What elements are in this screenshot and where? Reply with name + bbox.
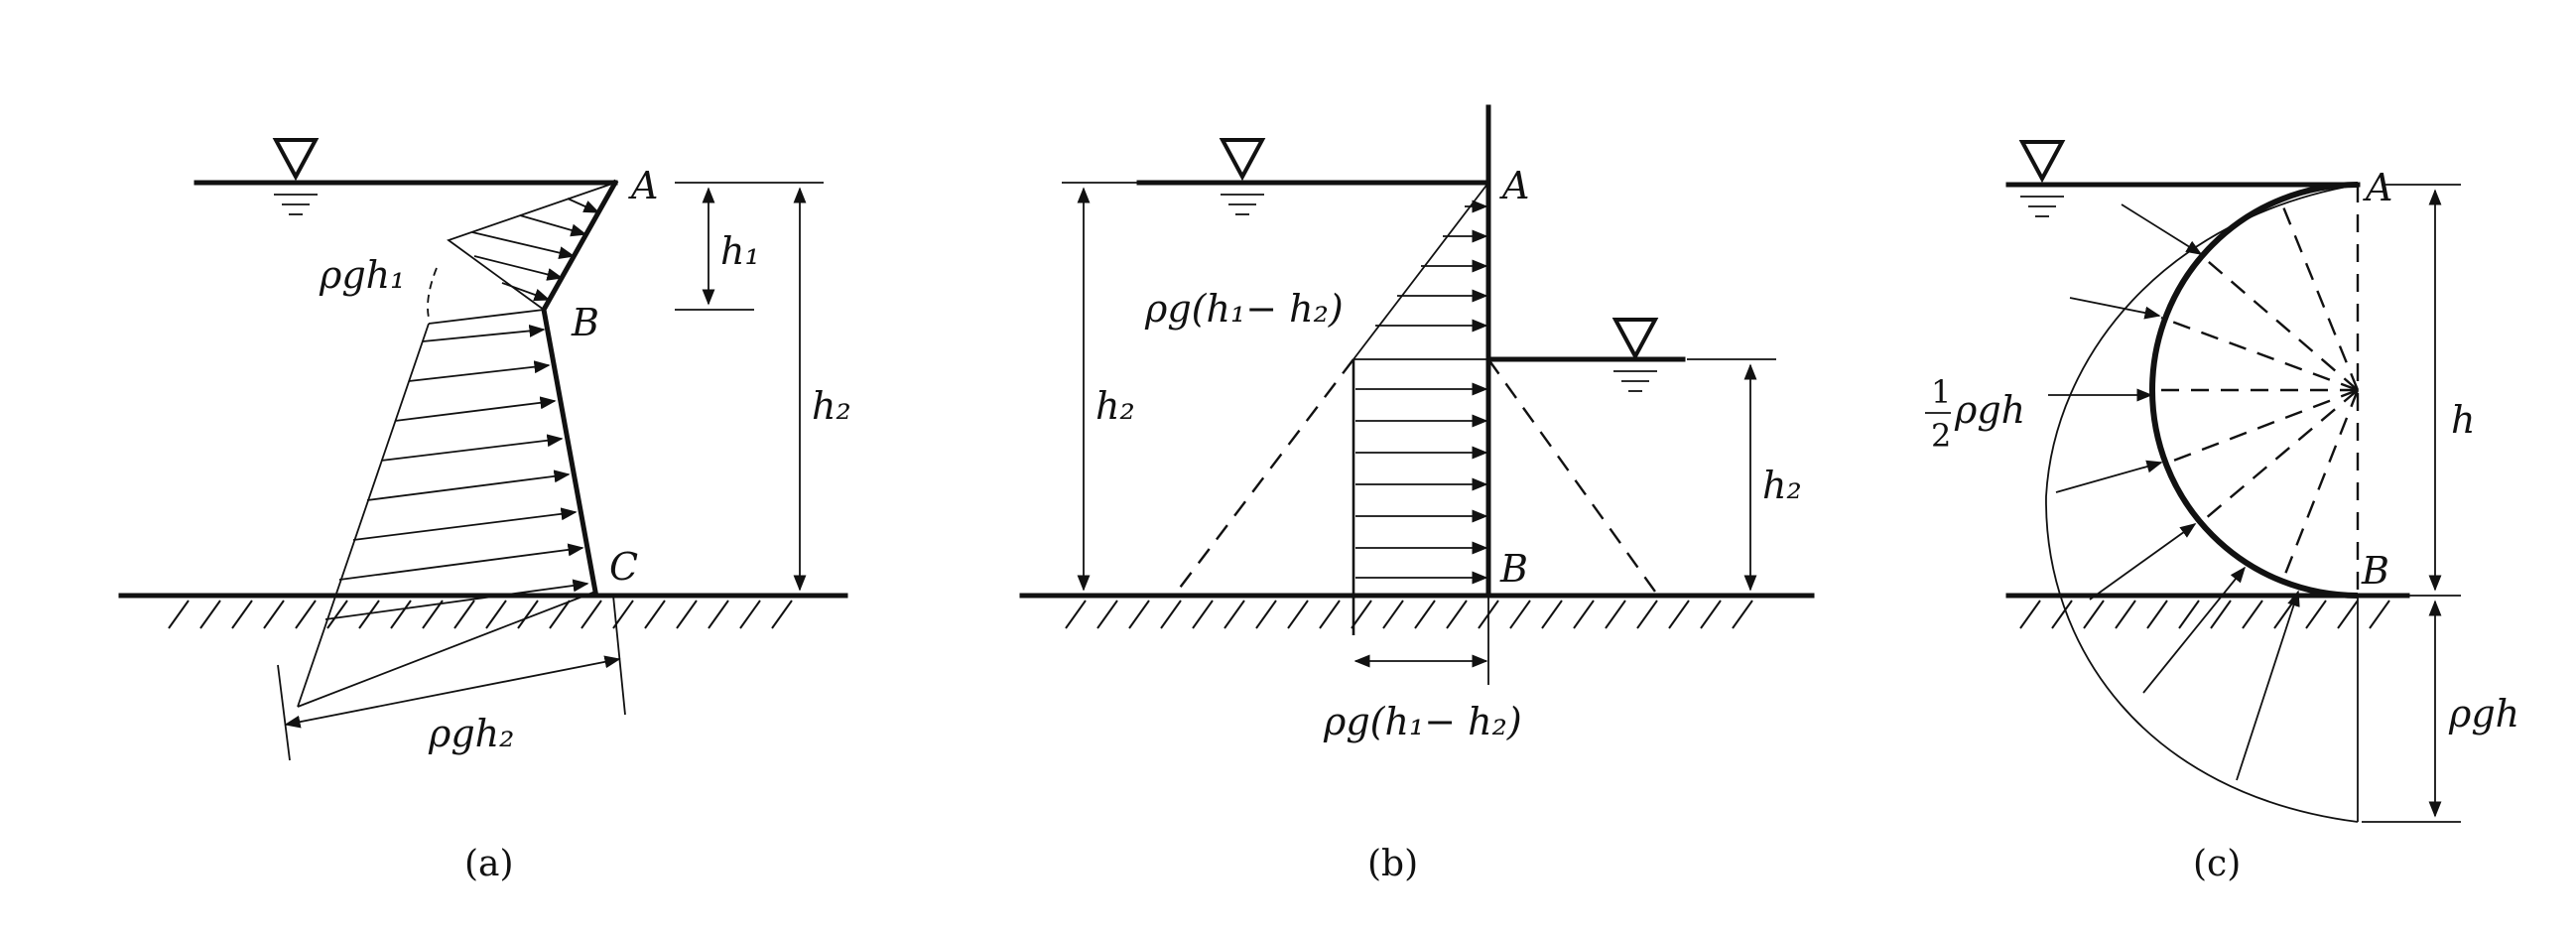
pressure-envelope [2045,184,2359,823]
resultant-pressure-arrows [1355,200,1488,585]
radial-dashed-lines [2153,199,2360,583]
pressure-bottom-label: ρgh₂ [428,712,514,755]
water-level-triangle-icon [2018,140,2066,184]
point-c-label: C [609,545,638,589]
dim-ext-right [612,595,626,716]
dim-ext-left [277,664,291,761]
pressure-dashed-arc [427,267,438,319]
panel-b: A B ρg(h₁− h₂) ρg(h₁− h₂) h₂ h₂ (b) [1019,104,1815,884]
half-fraction-denominator: 2 [1931,417,1951,455]
pressure-bottom-label: ρgh [2448,692,2519,736]
left-water-level-triangle-icon [1219,138,1266,182]
right-pressure-dashed [1487,358,1656,593]
half-fraction-numerator: 1 [1931,373,1951,411]
panel-b-caption: (b) [1367,844,1418,884]
pressure-arrows-bc [324,324,589,620]
ground-hatching [1065,600,1753,629]
panel-c-caption: (c) [2193,844,2241,884]
point-b-label: B [1499,547,1528,591]
panel-c: A B 1 2 ρgh h ρgh (c) [1925,140,2519,884]
pressure-arrows-ab [471,198,600,302]
water-level-triangle-icon [272,138,320,182]
pressure-top-bc [428,309,545,325]
point-a-label: A [628,164,658,207]
depth-h1-label: h₁ [720,229,760,273]
point-b-label: B [571,301,599,344]
wall-abc [541,179,619,595]
point-b-label: B [2361,549,2389,593]
ground-hatching [168,600,793,629]
pressure-boundary-bc [297,323,430,708]
ground-hatching [2019,600,2390,629]
pressure-slope-solid [1352,182,1489,360]
depth-h2-label: h₂ [812,384,851,428]
depth-right-label: h₂ [1762,464,1802,507]
point-a-label: A [1499,164,1529,207]
radial-pressure-arrows [2048,203,2300,781]
right-water-level-triangle-icon [1611,318,1659,361]
pressure-top-label: ρgh₁ [319,253,405,297]
depth-left-label: h₂ [1095,384,1135,428]
panel-a: A B C ρgh₁ ρgh₂ h₁ h₂ (a) [118,138,851,884]
panel-a-caption: (a) [464,844,514,884]
pressure-diff-bottom-label: ρg(h₁− h₂) [1323,700,1522,743]
pressure-diff-side-label: ρg(h₁− h₂) [1144,287,1344,331]
pressure-dimension-arrow [284,655,621,729]
pressure-slope-dashed [1176,358,1354,593]
depth-h-label: h [2451,398,2475,442]
point-a-label: A [2363,166,2392,209]
half-pressure-label: ρgh [1954,388,2025,432]
